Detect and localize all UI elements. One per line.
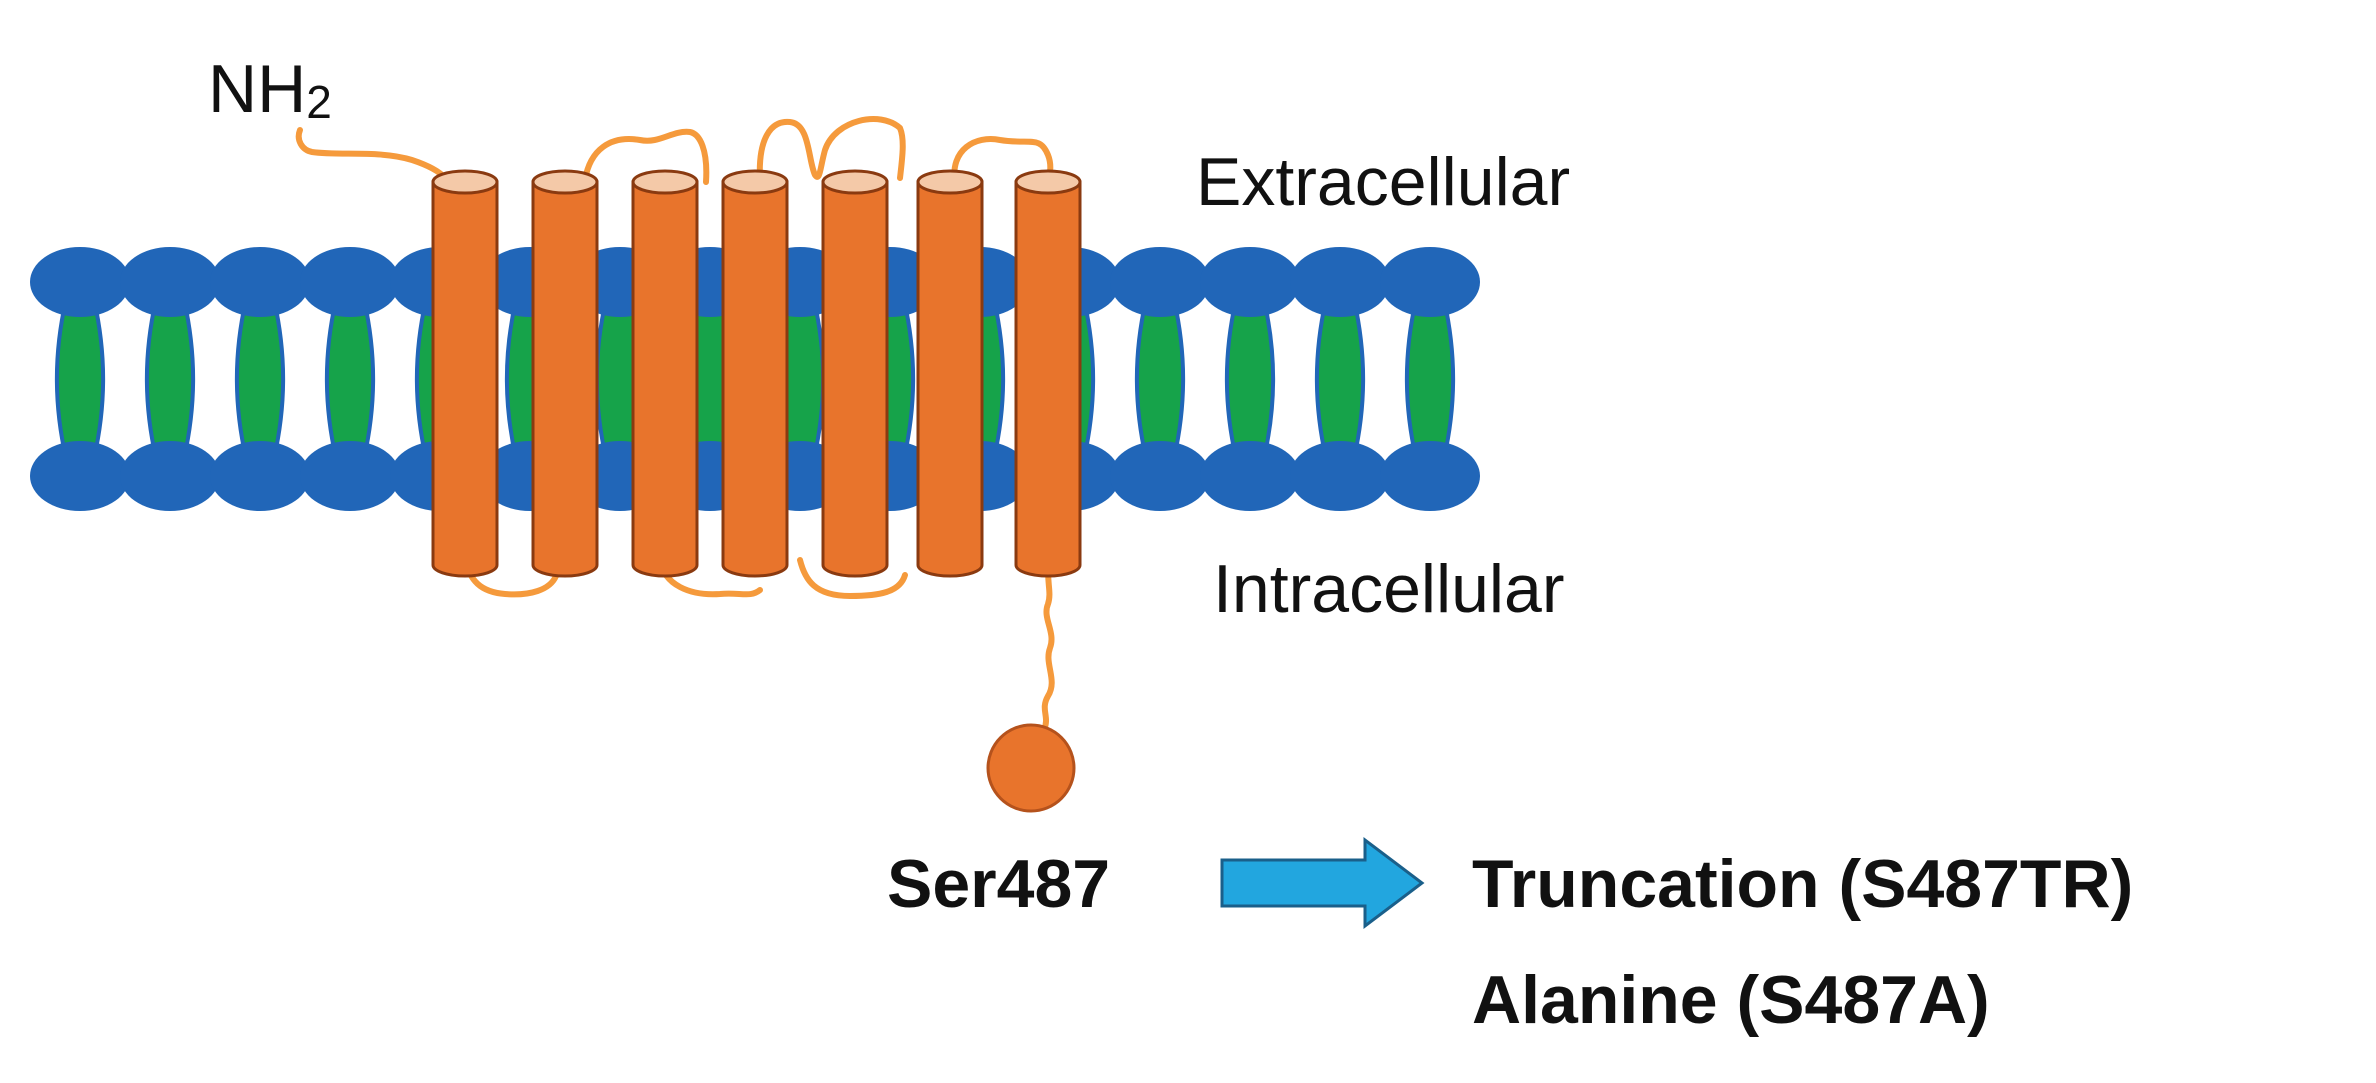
mutation-label-truncation: Truncation (S487TR): [1472, 846, 2133, 922]
intracellular-loop-3: [797, 557, 908, 599]
lipid-head-outer: [210, 247, 310, 317]
lipid-head-outer: [1380, 247, 1480, 317]
helix-tm4: [721, 169, 789, 578]
helix-cap: [721, 169, 789, 195]
c-terminal-tail: [1041, 562, 1055, 733]
helix-body: [721, 180, 789, 578]
helix-body: [431, 180, 499, 578]
helix-cap: [1014, 169, 1082, 195]
lipid-tail: [145, 298, 195, 460]
helix-tm5: [821, 169, 889, 578]
mutation-label-alanine: Alanine (S487A): [1472, 962, 1990, 1038]
lipid-head-inner: [120, 441, 220, 511]
lipid-head-inner: [1200, 441, 1300, 511]
lipid-head-inner: [1380, 441, 1480, 511]
helix-cap: [431, 169, 499, 195]
lipid-tail: [1135, 298, 1185, 460]
lipid-head-outer: [1200, 247, 1300, 317]
extracellular-loop-1: [582, 128, 710, 185]
lipid-head-inner: [300, 441, 400, 511]
helix-body: [531, 180, 599, 578]
helix-tm6: [916, 169, 984, 578]
intracellular-label: Intracellular: [1213, 551, 1565, 627]
helix-tm3: [631, 169, 699, 578]
helix-cap: [916, 169, 984, 195]
lipid-tail: [325, 298, 375, 460]
residue-label: Ser487: [887, 846, 1110, 922]
helix-body: [631, 180, 699, 578]
n-terminus-label: NH2: [208, 51, 332, 128]
helix-tm7: [1014, 169, 1082, 578]
extracellular-loop-2: [756, 116, 906, 183]
lipid-head-outer: [120, 247, 220, 317]
mutation-arrow: [1220, 836, 1425, 930]
helix-tm2: [531, 169, 599, 578]
n-terminus-chain: [295, 127, 448, 181]
lipid-head-inner: [1110, 441, 1210, 511]
lipid-tail: [1225, 298, 1275, 460]
extracellular-loop-3: [951, 136, 1054, 185]
lipid-head-outer: [1110, 247, 1210, 317]
helix-cap: [531, 169, 599, 195]
lipid-head-inner: [210, 441, 310, 511]
lipid-tail: [1405, 298, 1455, 460]
lipid-head-outer: [30, 247, 130, 317]
ser487-site-marker: [986, 723, 1076, 813]
lipid-head-outer: [300, 247, 400, 317]
helix-tm1: [431, 169, 499, 578]
receptor-loops: [295, 116, 1055, 733]
lipid-head-inner: [30, 441, 130, 511]
lipid-tail: [55, 298, 105, 460]
lipid-tail: [1315, 298, 1365, 460]
extracellular-label: Extracellular: [1196, 144, 1570, 220]
lipid-head-inner: [1290, 441, 1390, 511]
lipid-head-outer: [1290, 247, 1390, 317]
transmembrane-helices: [431, 169, 1082, 578]
helix-body: [821, 180, 889, 578]
helix-body: [916, 180, 984, 578]
helix-cap: [821, 169, 889, 195]
helix-body: [1014, 180, 1082, 578]
lipid-tail: [235, 298, 285, 460]
helix-cap: [631, 169, 699, 195]
